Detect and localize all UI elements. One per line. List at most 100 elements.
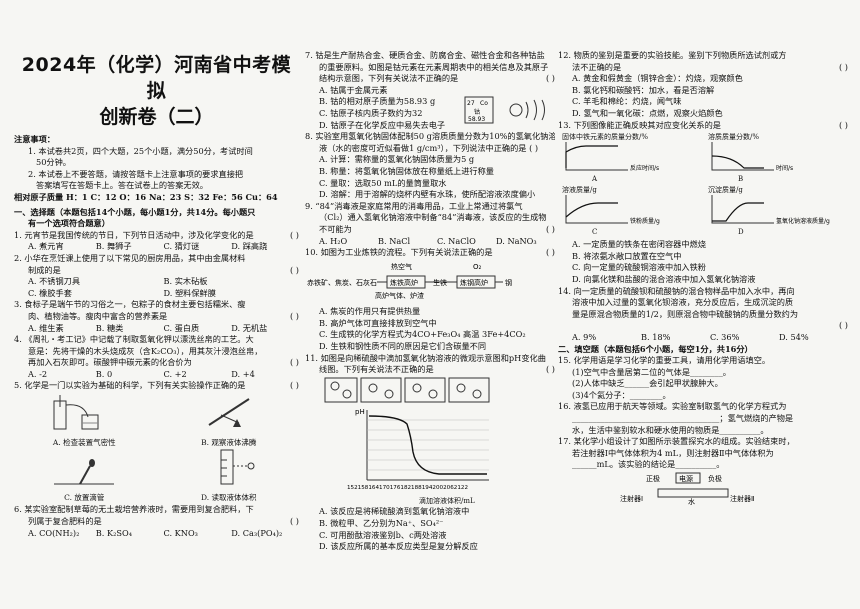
question-line: 法不正确的是( ) [572, 61, 848, 72]
hot-air-label: 热空气 [391, 262, 412, 271]
fill-line: ____________________________________；氢气燃… [572, 413, 794, 424]
fill-line: 17. 某化学小组设计了如图所示装置探究水的组成。实验结束时， [558, 436, 795, 447]
fill-line: 15. 化学用语是学习化学的重要工具，请用化学用语填空。 [558, 355, 771, 366]
column-right: 12. 物质的鉴别是重要的实验技能。鉴别下列物质所选试剂或方法不正确的是( ) A… [558, 50, 848, 509]
chart-ylabel: 沉淀质量/g [708, 186, 743, 195]
question-line: 制成的是( ) [28, 264, 299, 275]
option: C. 可用酚酞溶液鉴别b、c两处溶液 [319, 529, 447, 540]
notice-heading: 注意事项： [14, 134, 55, 144]
option: B. 0 [95, 368, 113, 379]
nucleus-icon [509, 103, 523, 117]
question-stem: 7. 钴是生产耐热合金、硬质合金、防腐合金、磁性合金和各种钴盐 [305, 50, 545, 60]
question-stem: 8. 实验室用氢氧化钠固体配制50 g溶质质量分数为10%的氢氧化钠溶 [305, 131, 555, 142]
figure-d: D. 读取液体体积 [159, 448, 300, 503]
question-line: 不可能为( ) [319, 223, 555, 234]
option: B. 氯化钙和碳酸钙：加水，看是否溶解 [572, 84, 715, 95]
option: B. 糖类 [95, 322, 124, 333]
chart-curve [565, 202, 618, 218]
options-q14: A. 9% B. 18% C. 36% D. 54% [572, 331, 809, 342]
notice-line: 50分钟。 [36, 157, 71, 168]
steel-label: 钢 [505, 278, 512, 287]
question-line: 再加入石灰即可。碳酸钾中碳元素的化合价为( ) [28, 357, 299, 368]
option: D. 溶解：用于溶解的烧杯内壁有水珠，使所配溶液浓度偏小 [319, 189, 536, 200]
svg-text:炼铁高炉: 炼铁高炉 [390, 278, 418, 287]
answer-paren: ( ) [290, 310, 299, 321]
chart-letter: D [738, 228, 744, 237]
question-line: 结构示意图，下列有关说法不正确的是( ) [319, 73, 555, 84]
option: B. 舞狮子 [95, 241, 132, 252]
svg-text:27: 27 [467, 100, 475, 107]
fill-line: (1)空气中含量居第二位的气体是________。 [572, 366, 731, 377]
question-line: 肉、植物油等。瘦肉中富含的营养素是( ) [28, 310, 299, 321]
question-stem: 10. 如图为工业炼铁的流程。下列有关说法正确的是( ) [305, 247, 555, 258]
option: B. NaCl [378, 235, 411, 246]
chart-xlabel: 反应时间/s [630, 164, 659, 172]
ironmaking-flow: 热空气 O₂ 赤铁矿、焦炭、石灰石 炼铁高炉 生铁 炼钢高炉 钢 高炉气体、炉渣 [307, 262, 512, 300]
x-tick-labels: 1521581641701761821881942002062122 [347, 485, 468, 491]
option: B. 将浓氨水敞口放置在空气中 [572, 250, 682, 261]
dropper-icon [54, 459, 115, 485]
atomic-mass: 相对原子质量 H：1 C：12 O：16 Na：23 S：32 Fe：56 Cu… [14, 191, 278, 202]
syringe-1-label: 注射器Ⅰ [620, 494, 643, 503]
section-heading: 有一个选项符合题意） [28, 218, 110, 229]
question-stem: 13. 下列图像能正确反映其对应变化关系的是( ) [558, 119, 848, 130]
chart-plot: 铁粉质量/g [565, 195, 660, 225]
question-stem: 4. 《周礼・考工记》中记载了制取氢氧化钾以漂洗丝帛的工艺。大 [14, 334, 254, 345]
option: C. 量取：选取50 mL的量筒量取水 [319, 177, 447, 188]
option: A. 煮元宵 [28, 241, 64, 252]
q7-element-figure: 27 Co 钴 58.93 [464, 96, 554, 130]
question-stem: 12. 物质的鉴别是重要的实验技能。鉴别下列物质所选试剂或方 [558, 50, 787, 60]
option: C. 蛋白质 [163, 322, 200, 333]
svg-text:58.93: 58.93 [468, 116, 485, 123]
chart-letter: C [592, 228, 598, 237]
option: A. 该反应是将稀硫酸滴到氢氧化钠溶液中 [319, 506, 470, 517]
answer-paren: ( ) [290, 357, 299, 368]
svg-text:钴: 钴 [474, 108, 480, 116]
option: A. 计算：需称量的氢氧化钠固体质量为5 g [319, 154, 475, 165]
chart-ylabel: 固体中铁元素的质量分数/% [562, 133, 649, 142]
figure-c: C. 放置滴管 [14, 448, 155, 503]
question-list: 12. 物质的鉴别是重要的实验技能。鉴别下列物质所选试剂或方法不正确的是( )A… [558, 50, 848, 131]
positive-label: 正极 [646, 474, 660, 483]
question-stem: 2. 小华在烹饪课上使用了以下常见的厨房用品，其中由金属材料 [14, 252, 246, 263]
chart-letter: A [592, 175, 598, 184]
svg-text:炼钢高炉: 炼钢高炉 [460, 278, 488, 287]
question-6: 6. 某实验室配制草莓的无土栽培营养液时，需要用到复合肥料，下 [14, 504, 254, 515]
electrolysis-apparatus: 电源 正极 负极 注射器Ⅰ 注射器Ⅱ 水 [620, 472, 754, 506]
fill-line: (2)人体中缺乏______会引起甲状腺肿大。 [572, 378, 723, 389]
page-subtitle: 创新卷（二） [99, 106, 214, 128]
answer-paren: ( ) [290, 229, 299, 240]
option: A. 钴属于金属元素 [319, 84, 388, 95]
chart-plot: 反应时间/s [565, 142, 659, 172]
option: D. 向氯化镁和盐酸的混合溶液中加入氢氧化钠溶液 [572, 273, 756, 284]
input-label: 赤铁矿、焦炭、石灰石 [307, 278, 377, 287]
option: A. 一定质量的铁条在密闭容器中燃烧 [572, 239, 706, 250]
question-line: 意是：先将干燥的木头烧成灰（含K₂CO₃），用其灰汁浸泡丝帛， [28, 345, 263, 356]
answer-paren: ( ) [839, 61, 848, 72]
figure-b: B. 观察液体沸腾 [159, 393, 300, 448]
option: D. 该反应所属的基本反应类型是复分解反应 [319, 541, 478, 552]
question-line: 的重要原料。如图是钴元素在元素周期表中的相关信息及其原子 [319, 61, 549, 72]
notice-line: 2. 本试卷上不要答题，请按答题卡上注意事项的要求直接把 [28, 168, 244, 179]
option: B. 钴的相对原子质量为58.93 g [319, 96, 436, 107]
question-list: 7. 钴是生产耐热合金、硬质合金、防腐合金、磁性合金和各种钴盐的重要原料。如图是… [305, 50, 555, 259]
q5-figures: A. 检查装置气密性 B. 观察液体沸腾 C. 放置滴管 [14, 393, 299, 503]
option: A. -2 [28, 368, 48, 379]
cobalt-element-card: 27 Co 钴 58.93 [464, 96, 545, 124]
ph-curve [368, 415, 487, 475]
option: D. NaNO₃ [496, 235, 537, 246]
answer-paren: ( ) [546, 223, 555, 234]
oxygen-label: O₂ [473, 263, 482, 271]
option: C. 橡胶手套 [28, 287, 72, 298]
fill-questions: 15. 化学用语是学习化学的重要工具，请用化学用语填空。(1)空气中含量居第二位… [558, 355, 848, 471]
q17-figure: 电源 正极 负极 注射器Ⅰ 注射器Ⅱ 水 [618, 471, 848, 509]
option: B. 高炉气体可直接排放到空气中 [319, 317, 437, 328]
option: A. H₂O [319, 235, 348, 246]
chart-ylabel: 溶液质量/g [562, 186, 597, 195]
